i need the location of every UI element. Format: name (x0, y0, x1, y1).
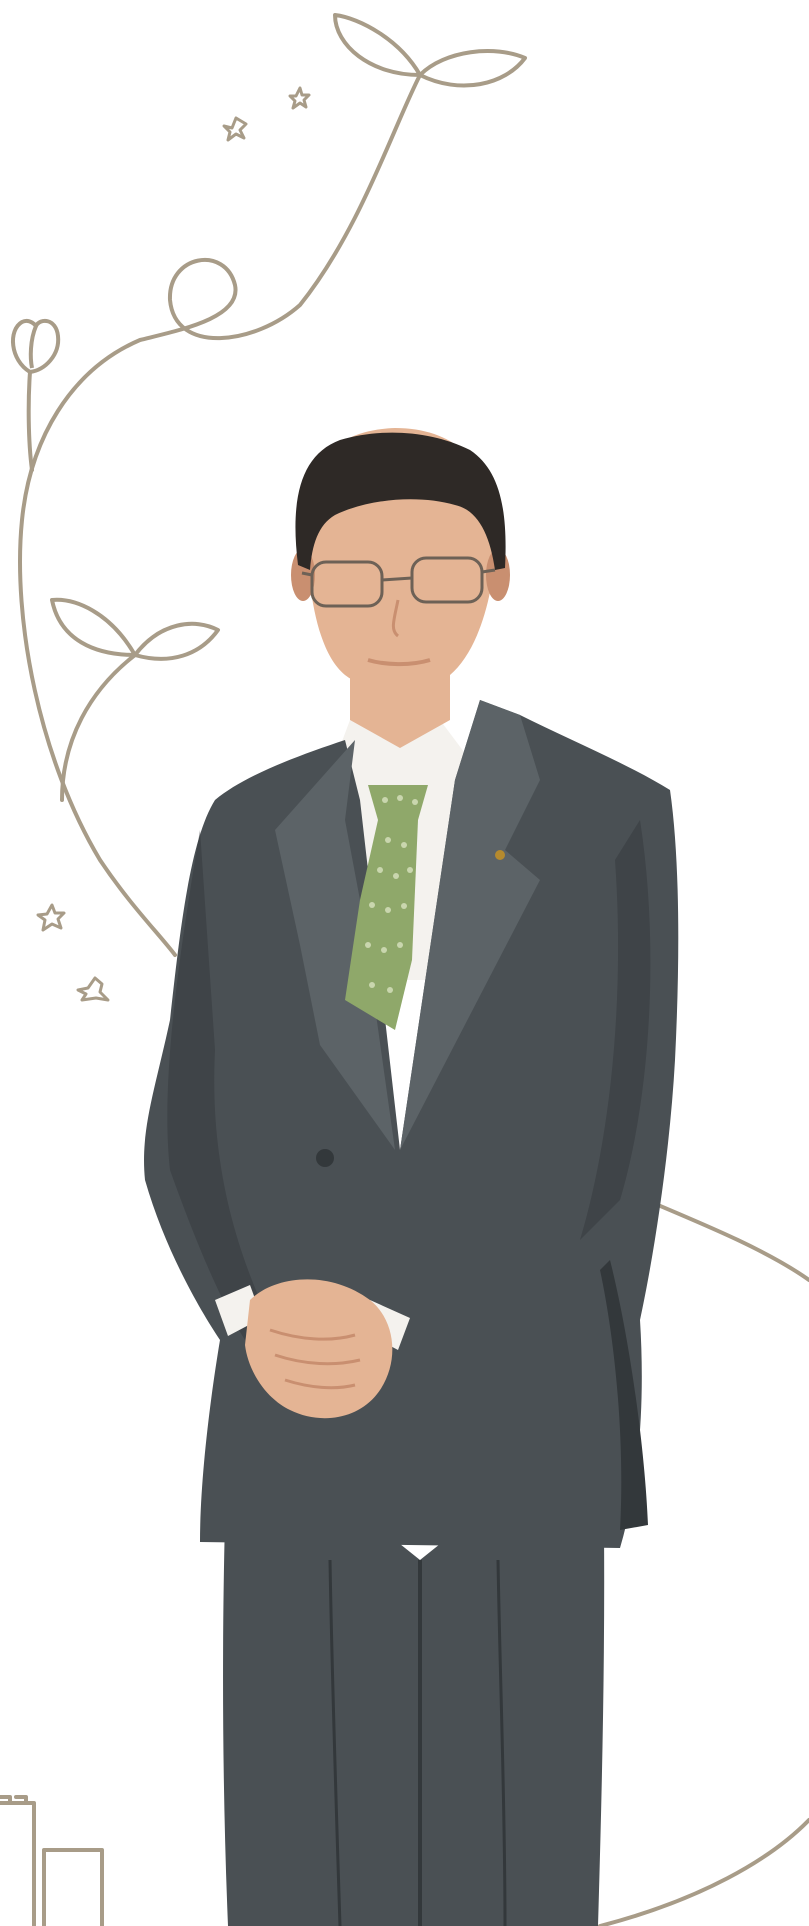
person-figure (144, 428, 679, 1926)
clasped-hands (245, 1279, 393, 1419)
top-sprout-leaf-right-icon (418, 49, 527, 88)
jacket-button (316, 1149, 334, 1167)
tie-blade (345, 820, 418, 1030)
tie-knot (368, 785, 428, 820)
sparkles (36, 86, 311, 1002)
trouser-crease-left (328, 1559, 342, 1926)
bottom-right-arc (598, 1818, 809, 1926)
building-outline-right (42, 1848, 104, 1926)
hair (295, 432, 506, 570)
building-crenel (0, 1795, 28, 1805)
sparkle-icon (76, 976, 110, 1002)
left-arm-shadow (167, 830, 260, 1340)
middle-sprout-stem (60, 653, 137, 802)
sparkle-icon (36, 903, 66, 932)
right-arm-shadow (580, 820, 651, 1240)
middle-sprout-leaf-left-icon (50, 597, 137, 657)
trouser-crease-right (496, 1559, 507, 1926)
middle-sprout (50, 597, 220, 661)
trousers (223, 1520, 605, 1926)
building-outline-left (0, 1801, 36, 1926)
bud-stem (26, 370, 34, 472)
sparkle-icon (288, 86, 311, 110)
top-sprout-leaf-left-icon (333, 13, 422, 77)
top-sprout (333, 13, 527, 88)
lapel-right (400, 700, 540, 1150)
middle-sprout-leaf-right-icon (133, 621, 220, 661)
jacket-back-panel (600, 1260, 648, 1530)
hand-creases (269, 1328, 361, 1390)
flower-bud-icon (10, 318, 61, 374)
tie-pattern (365, 795, 418, 993)
lapel-pin-icon (495, 850, 505, 860)
nose (391, 599, 400, 638)
mouth (367, 658, 431, 667)
lapel-left (275, 740, 395, 1150)
eyeglasses-icon (301, 556, 496, 608)
sparkle-icon (222, 116, 248, 142)
